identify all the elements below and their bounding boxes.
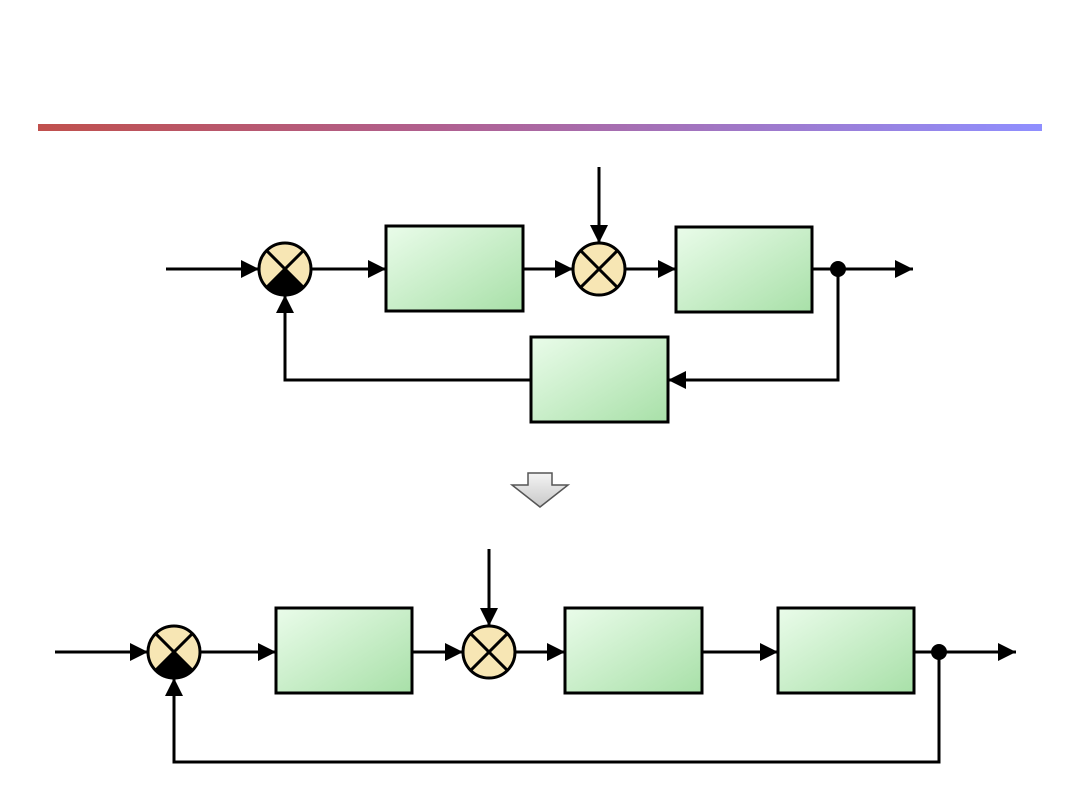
down-arrow-icon — [509, 472, 571, 508]
bottom-output-takeoff-point — [931, 644, 947, 660]
bottom-disturbance-summer — [461, 624, 517, 680]
bottom-plant-block — [563, 606, 704, 695]
summing-junction-icon — [461, 624, 517, 680]
top-feedback-path-left — [276, 295, 531, 382]
summing-junction-icon — [257, 241, 313, 297]
summing-junction-icon — [571, 241, 627, 297]
bottom-controller-block — [274, 606, 414, 695]
top-feedback-block — [529, 335, 670, 424]
top-feedback-summer — [257, 241, 313, 297]
top-output-takeoff-point — [830, 261, 846, 277]
top-plant-block — [674, 225, 814, 314]
top-feedback-path-right — [668, 269, 840, 389]
bottom-feedback-block — [776, 606, 916, 695]
top-controller-block — [384, 224, 525, 313]
bottom-feedback-summer — [146, 624, 202, 680]
top-diagram — [166, 167, 913, 389]
summing-junction-icon — [146, 624, 202, 680]
bottom-feedback-path — [165, 652, 941, 764]
title-underline-bar — [38, 124, 1042, 131]
top-disturbance-summer — [571, 241, 627, 297]
